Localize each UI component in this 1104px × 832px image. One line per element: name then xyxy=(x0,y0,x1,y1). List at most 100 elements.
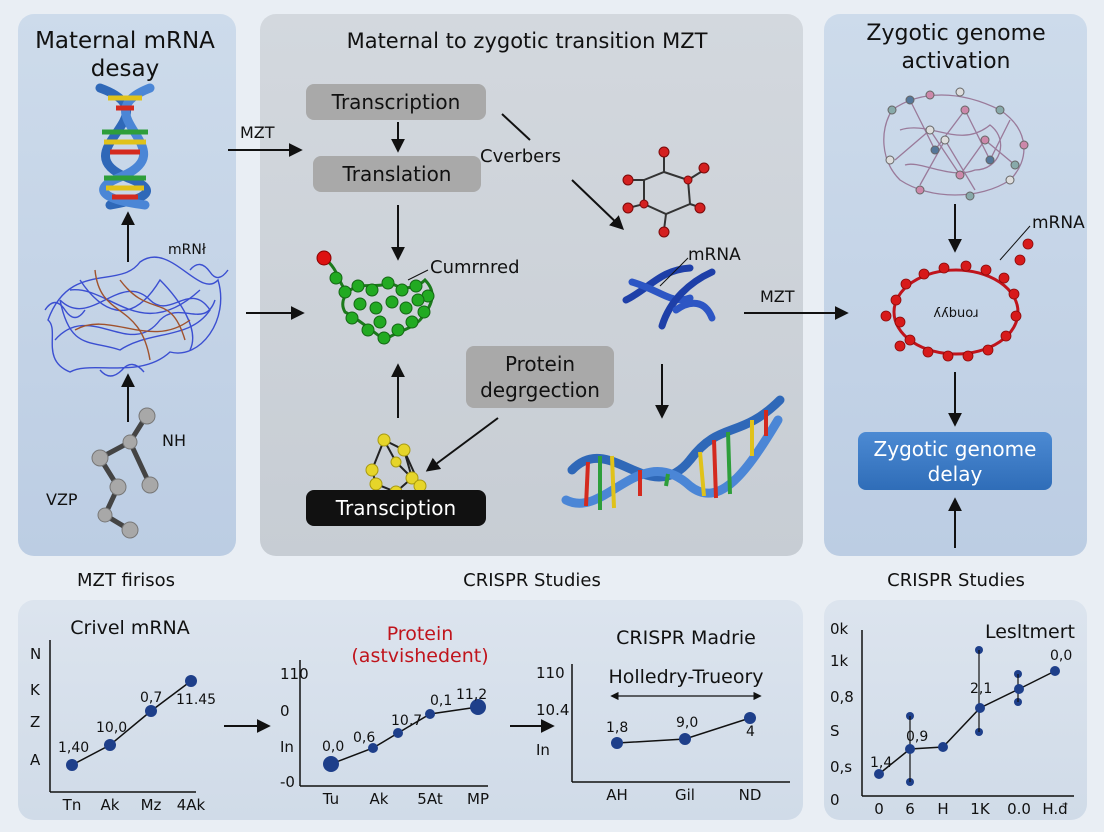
chart-ytick-label: S xyxy=(830,722,840,740)
chart-data-label: 1,4 xyxy=(870,755,892,771)
chart-xtick-label: MP xyxy=(467,790,489,808)
chart-data-label: 0,6 xyxy=(353,730,375,746)
chart-data-point xyxy=(744,712,756,724)
box-transcription-label: Transcription xyxy=(331,90,461,114)
chart-data-label: 10,0 xyxy=(96,720,127,736)
chart-ytick-label: -0 xyxy=(280,773,295,791)
chromatin-network-illustration xyxy=(883,87,1029,201)
label-mrna-left: mRNł xyxy=(168,242,206,258)
chart-subtitle: Holledry-Trueory xyxy=(608,666,763,688)
chart-data-point xyxy=(393,728,403,738)
box-transcription xyxy=(306,84,486,120)
chart-data-label: 11,2 xyxy=(456,687,487,703)
chart-data-point xyxy=(1014,684,1024,694)
panel-title-center: Maternal to zygotic transition MZT xyxy=(347,29,708,53)
chart-xtick-label: Mz xyxy=(141,796,162,814)
label-cumrnred: Cumrnred xyxy=(430,257,520,278)
chart-xtick-label: 1K xyxy=(970,800,991,818)
chart-xtick-label: 0 xyxy=(874,800,884,818)
caption-left: MZT firisos xyxy=(77,570,175,591)
box-translation xyxy=(313,156,481,192)
chart-data-label: 9,0 xyxy=(676,715,698,731)
chart-data-point xyxy=(368,743,378,753)
box-zygotic-label-2: delay xyxy=(928,462,983,486)
chart-data-label: 0,0 xyxy=(1050,648,1072,664)
leader-cumrnred xyxy=(407,269,429,281)
caption-right: CRISPR Studies xyxy=(887,570,1025,591)
chart-ytick-label: 0k xyxy=(830,620,849,638)
chart-data-point xyxy=(323,756,339,772)
chart-data-point xyxy=(425,709,435,719)
protein-tangle-illustration xyxy=(44,256,229,377)
label-mrna-right: mRNA xyxy=(1032,213,1085,233)
box-protein-label-1: Protein xyxy=(505,352,575,376)
chart-ytick-label: 1k xyxy=(830,652,849,670)
chart-ytick-label: In xyxy=(280,738,294,756)
chart-xtick-label: H.đ xyxy=(1042,800,1068,818)
chart-data-label: 1,8 xyxy=(606,720,628,736)
chart-xtick-label: Ak xyxy=(101,796,120,814)
chart-data-label: 4 xyxy=(746,724,755,740)
chart-xtick-label: Ak xyxy=(370,790,389,808)
label-mrna-center: mRNA xyxy=(688,245,741,265)
arrow-cverbers-to-mrna xyxy=(571,179,625,230)
chart-data-point xyxy=(470,699,486,715)
chart-ytick-label: 110 xyxy=(536,664,565,682)
chart-data-point xyxy=(938,742,948,752)
chart-xtick-label: H xyxy=(937,800,948,818)
chart-ytick-label: 10.4 xyxy=(536,701,569,719)
chart-data-label: 0,7 xyxy=(140,690,162,706)
chart-ytick-label: 0,8 xyxy=(830,688,854,706)
panel-title-right-2: activation xyxy=(902,49,1011,74)
chart-data-point xyxy=(905,744,915,754)
chart-data-point xyxy=(874,769,884,779)
chart-xtick-label: ND xyxy=(739,786,762,804)
chart-data-point xyxy=(145,705,157,717)
chart-xtick-label: 0.0 xyxy=(1007,800,1031,818)
chart-ytick-label: A xyxy=(30,751,41,769)
leader-mrna-center xyxy=(659,257,689,287)
ring-molecule-red xyxy=(622,146,710,238)
chart-data-label: 10,7 xyxy=(391,713,422,729)
arrow-degradation-to-cluster xyxy=(425,417,499,472)
chart-data-label: 0,1 xyxy=(430,693,452,709)
chart-xtick-label: Tn xyxy=(62,796,82,814)
chart-data-label: 2,1 xyxy=(970,681,992,697)
chart-data-label: 0,9 xyxy=(906,729,928,745)
chart-title: CRISPR Madrie xyxy=(616,627,756,649)
chart-data-point xyxy=(104,739,116,751)
molecule-ball-stick-left xyxy=(91,407,159,539)
chart-xtick-label: AH xyxy=(606,786,628,804)
panel-title-left-2: desay xyxy=(91,56,159,82)
label-mzt-right: MZT xyxy=(760,287,795,306)
chart-data-point xyxy=(66,759,78,771)
panel-maternal-decay xyxy=(18,14,236,556)
chart-ytick-label: Z xyxy=(30,713,40,731)
label-inner-coil: ʎʎbuoɹ xyxy=(933,306,978,321)
box-zygotic-delay xyxy=(858,432,1052,490)
chart-ytick-label: In xyxy=(536,741,550,759)
box-zygotic-label-1: Zygotic genome xyxy=(874,437,1037,461)
chart-ytick-label: 110 xyxy=(280,665,309,683)
chart-xtick-label: Tu xyxy=(322,790,339,808)
box-protein-label-2: degrgection xyxy=(480,378,600,402)
chart-title: Protein xyxy=(387,623,454,645)
chart-series-line xyxy=(71,680,192,766)
chart-data-point xyxy=(679,733,691,745)
label-mzt-top: MZT xyxy=(240,123,275,142)
chart-data-label: 0,0 xyxy=(322,739,344,755)
chart-title: (astvishedent) xyxy=(351,645,488,667)
line-transcription-cverbers xyxy=(501,113,531,141)
chart-data-label: 1,40 xyxy=(58,740,89,756)
chart-ytick-label: 0 xyxy=(280,702,290,720)
chart-data-point xyxy=(975,703,985,713)
yellow-cluster-molecule xyxy=(365,433,427,499)
chart-xtick-label: Gil xyxy=(675,786,695,804)
chart-data-point xyxy=(611,737,623,749)
mrna-strands-blue xyxy=(622,264,716,330)
